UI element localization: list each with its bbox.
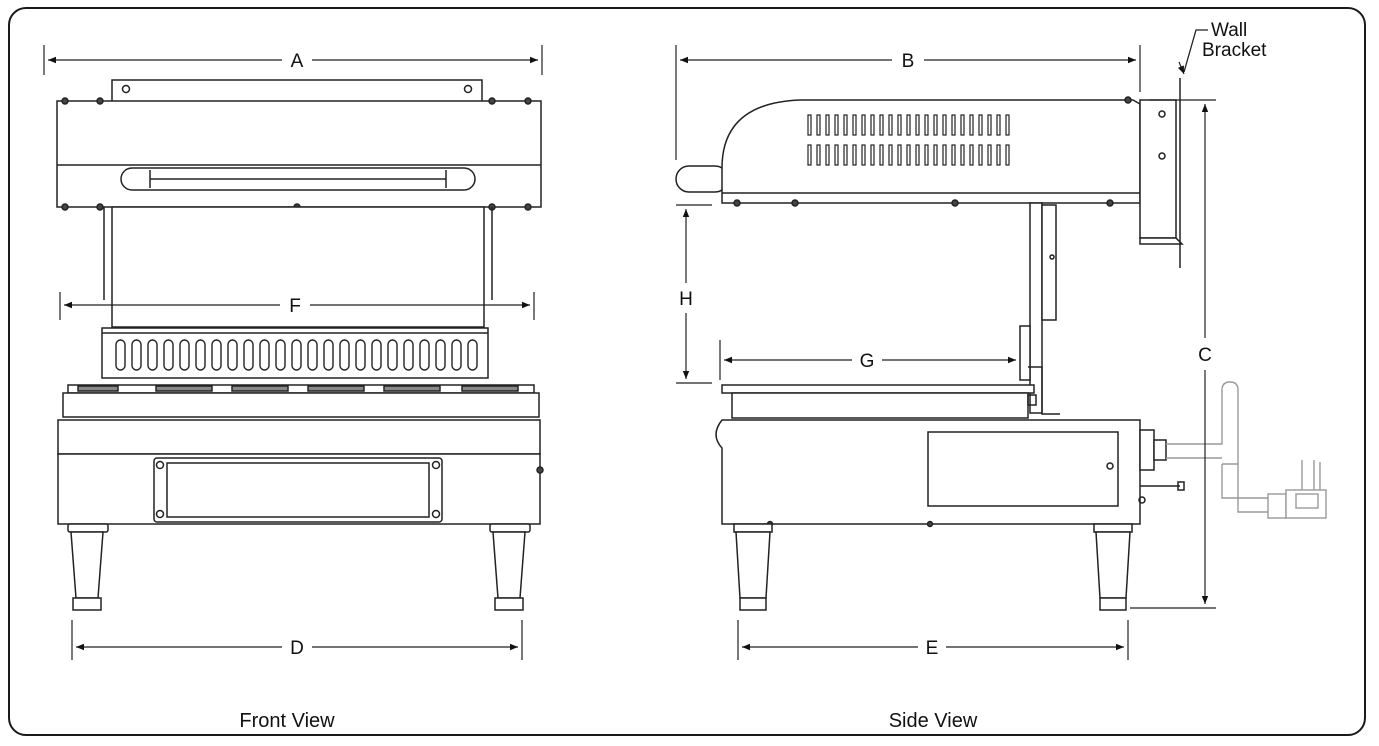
- dimension-label-g: G: [860, 351, 875, 372]
- drawing-border: [8, 7, 1366, 736]
- side-view-caption: Side View: [889, 710, 978, 732]
- front-view: [56, 79, 544, 611]
- dimension-label-c: C: [1198, 345, 1212, 366]
- dimension-label-b: B: [902, 51, 915, 72]
- power-cord: [1166, 381, 1327, 519]
- dimension-label-h: H: [679, 289, 693, 310]
- side-view: [675, 78, 1185, 611]
- dimension-label-f: F: [289, 296, 301, 317]
- wall-bracket-label-line2: Bracket: [1202, 40, 1267, 61]
- dimension-label-d: D: [290, 638, 304, 659]
- dimension-label-a: A: [291, 51, 304, 72]
- wall-bracket-label-line1: Wall: [1211, 20, 1247, 41]
- dimension-label-e: E: [926, 638, 939, 659]
- side-dimensions: [675, 29, 1216, 660]
- front-view-caption: Front View: [239, 710, 335, 732]
- front-dimensions: [43, 45, 543, 660]
